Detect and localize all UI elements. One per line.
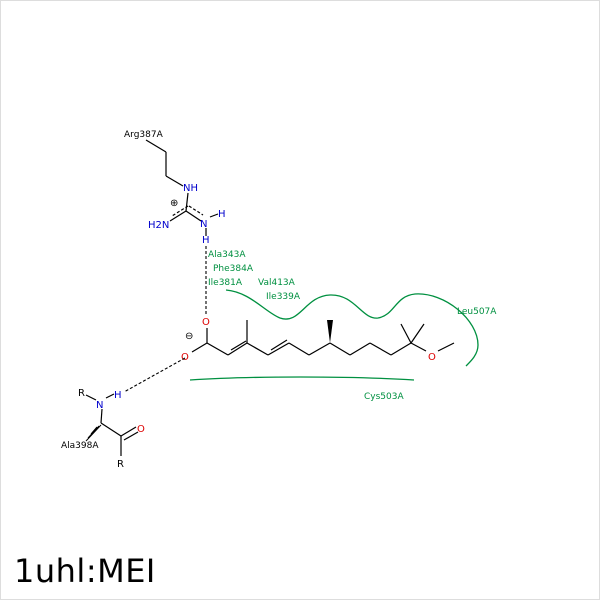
stereo-wedge — [327, 320, 333, 343]
page-title: 1uhl:MEI — [14, 552, 156, 590]
hbond-ala — [123, 357, 186, 393]
ligand-o1-atom: O — [202, 317, 210, 328]
phe384-label: Phe384A — [213, 264, 254, 274]
arg-h2-atom: H — [202, 235, 210, 246]
arg-h-atom: H — [218, 209, 226, 220]
ala398-residue — [85, 393, 139, 456]
arg-nh2-atom: H2N — [148, 220, 169, 231]
ala343-label: Ala343A — [208, 250, 246, 260]
ligand-o3-atom: O — [428, 352, 436, 363]
leu507-label: Leu507A — [457, 307, 497, 317]
negative-charge-icon: ⊖ — [185, 331, 193, 342]
positive-charge-icon: ⊕ — [170, 198, 178, 209]
ligand-o2-atom: O — [181, 352, 189, 363]
val413-label: Val413A — [258, 278, 296, 288]
arg387-label: Arg387A — [124, 130, 164, 140]
hydrophobic-arc-lower — [189, 376, 415, 381]
ile381-label: Ile381A — [208, 278, 243, 288]
arg-nh-atom: NH — [183, 183, 198, 194]
ile339-label: Ile339A — [266, 292, 301, 302]
ala398-label: Ala398A — [61, 441, 99, 451]
cys503-label: Cys503A — [364, 392, 404, 402]
ala-n-atom: N — [96, 400, 103, 411]
hashed-bond — [85, 424, 102, 442]
ala-r1-atom: R — [78, 388, 85, 399]
arg387-residue — [145, 139, 219, 236]
ala-o-atom: O — [137, 424, 145, 435]
arg-n-atom: N — [200, 219, 207, 230]
ala-r2-atom: R — [117, 459, 124, 470]
hydrophobic-arc-upper — [225, 289, 479, 367]
ligand-mei — [191, 320, 455, 356]
ala-h-atom: H — [114, 390, 122, 401]
